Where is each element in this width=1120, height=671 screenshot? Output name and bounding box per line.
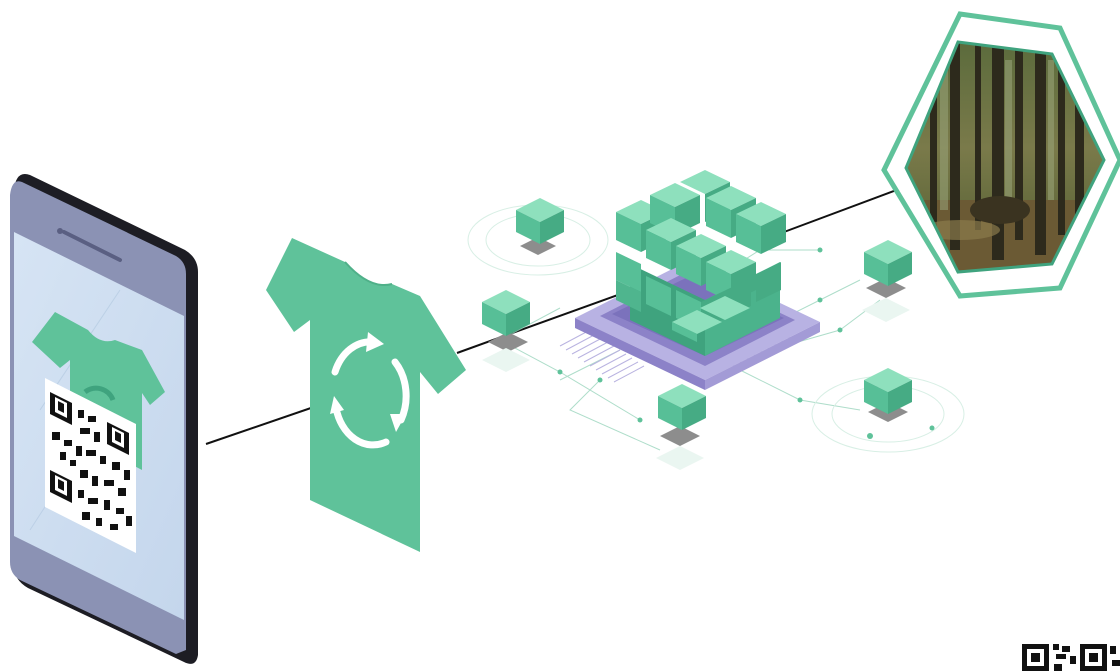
- node-bottom-right: [811, 368, 965, 453]
- cube-node-icon: [658, 384, 706, 430]
- node-left: [482, 290, 530, 372]
- cube-cluster: [616, 170, 786, 356]
- node-top-left: [467, 198, 609, 276]
- connector-shirt-chip: [456, 286, 641, 354]
- tshirt-recycle-icon: [266, 238, 466, 552]
- blockchain-chip-icon: [498, 170, 881, 451]
- forest-hexagon-icon: [881, 11, 1120, 299]
- qr-code-icon: [45, 378, 136, 553]
- node-bottom: [656, 384, 706, 470]
- cube-node-icon: [864, 368, 912, 414]
- smartphone-icon: [10, 174, 198, 664]
- corner-qr-code-icon: [1022, 644, 1120, 671]
- cube-node-icon: [482, 290, 530, 336]
- node-right: [862, 240, 912, 322]
- cube-node-icon: [516, 198, 564, 244]
- cube-node-icon: [864, 240, 912, 286]
